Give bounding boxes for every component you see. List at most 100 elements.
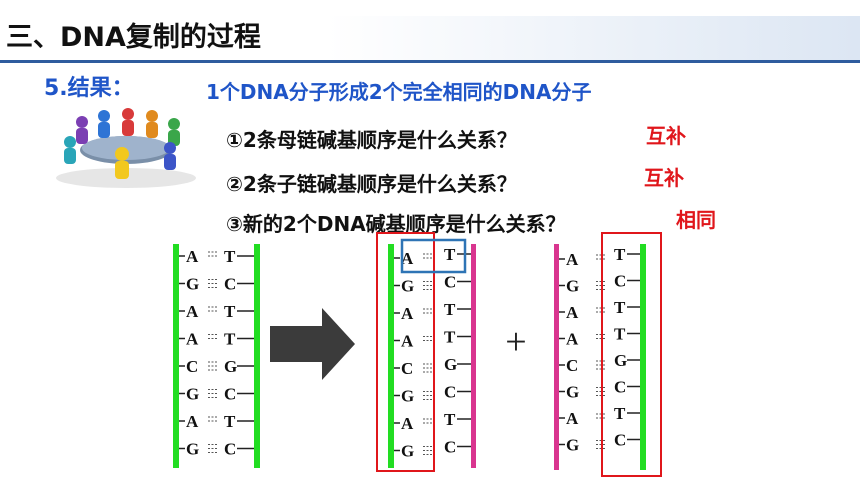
base-letter-right: T — [444, 328, 456, 347]
parent-left-strand — [173, 244, 179, 468]
base-letter-left: A — [566, 303, 579, 322]
result-label: 5.结果： — [44, 76, 134, 101]
base-letter-right: T — [224, 247, 236, 266]
base-letter-right: T — [614, 404, 626, 423]
page-title: 三、DNA复制的过程 — [6, 22, 261, 53]
answer-3: 相同 — [676, 208, 716, 232]
base-letter-left: A — [401, 249, 414, 268]
daughter1-old-strand — [388, 244, 394, 468]
title-underline — [0, 60, 860, 63]
hydrogen-bond — [423, 446, 433, 455]
base-letter-left: C — [401, 359, 413, 378]
daughter1-new-strand — [471, 244, 476, 468]
hydrogen-bond — [423, 418, 433, 424]
hydrogen-bond — [423, 363, 433, 373]
base-letter-left: C — [186, 357, 198, 376]
base-letter-right: C — [444, 273, 456, 292]
question-2: ②2条子链碱基顺序是什么关系？ — [226, 172, 517, 196]
base-letter-right: T — [224, 412, 236, 431]
base-letter-right: C — [224, 275, 236, 294]
base-letter-right: T — [444, 410, 456, 429]
base-letter-right: C — [224, 440, 236, 459]
base-letter-right: C — [614, 378, 626, 397]
answer-2: 互补 — [644, 166, 684, 190]
base-letter-right: G — [444, 355, 457, 374]
base-letter-left: G — [186, 385, 199, 404]
base-letter-left: A — [566, 330, 579, 349]
base-letter-right: T — [614, 325, 626, 344]
base-letter-right: C — [224, 385, 236, 404]
answer-1: 互补 — [646, 124, 686, 148]
base-letter-left: A — [566, 250, 579, 269]
hydrogen-bond — [208, 416, 218, 422]
hydrogen-bond — [208, 361, 218, 371]
hydrogen-bond — [208, 389, 218, 398]
base-letter-left: G — [401, 442, 414, 461]
base-letter-right: C — [614, 431, 626, 450]
base-letter-left: A — [401, 304, 414, 323]
result-text: 1个DNA分子形成2个完全相同的DNA分子 — [206, 80, 592, 104]
hydrogen-bond — [208, 306, 218, 312]
base-letter-left: A — [401, 332, 414, 351]
base-letter-left: G — [401, 387, 414, 406]
hydrogen-bond — [208, 334, 218, 339]
question-1: ①2条母链碱基顺序是什么关系？ — [226, 128, 517, 152]
highlight-red-box-2 — [601, 232, 662, 477]
hydrogen-bond — [423, 391, 433, 400]
base-letter-left: G — [186, 275, 199, 294]
team-meeting-illustration — [56, 108, 196, 188]
base-letter-right: C — [444, 383, 456, 402]
base-letter-left: G — [566, 277, 579, 296]
base-letter-left: A — [566, 409, 579, 428]
base-letter-right: T — [444, 245, 456, 264]
base-letter-left: G — [566, 436, 579, 455]
base-letter-left: G — [186, 440, 199, 459]
hydrogen-bond — [208, 444, 218, 453]
base-letter-right: T — [614, 298, 626, 317]
base-letter-left: G — [566, 383, 579, 402]
person-figures — [64, 108, 180, 179]
base-letter-left: A — [401, 414, 414, 433]
plus-sign: + — [505, 321, 526, 363]
base-letter-right: G — [614, 351, 627, 370]
base-letter-right: T — [614, 245, 626, 264]
right-arrow-icon — [270, 308, 355, 380]
title-bar: 三、DNA复制的过程 — [0, 16, 860, 63]
hydrogen-bond — [423, 281, 433, 290]
base-letter-right: T — [224, 302, 236, 321]
base-letter-right: C — [444, 438, 456, 457]
base-letter-left: C — [566, 356, 578, 375]
base-letter-left: A — [186, 247, 199, 266]
highlight-red-box-1 — [376, 232, 435, 472]
base-letter-right: C — [614, 272, 626, 291]
hydrogen-bond — [423, 308, 433, 314]
daughter2-old-strand — [640, 244, 646, 470]
hydrogen-bond — [208, 251, 218, 257]
base-letter-right: G — [224, 357, 237, 376]
base-letter-right: T — [224, 330, 236, 349]
